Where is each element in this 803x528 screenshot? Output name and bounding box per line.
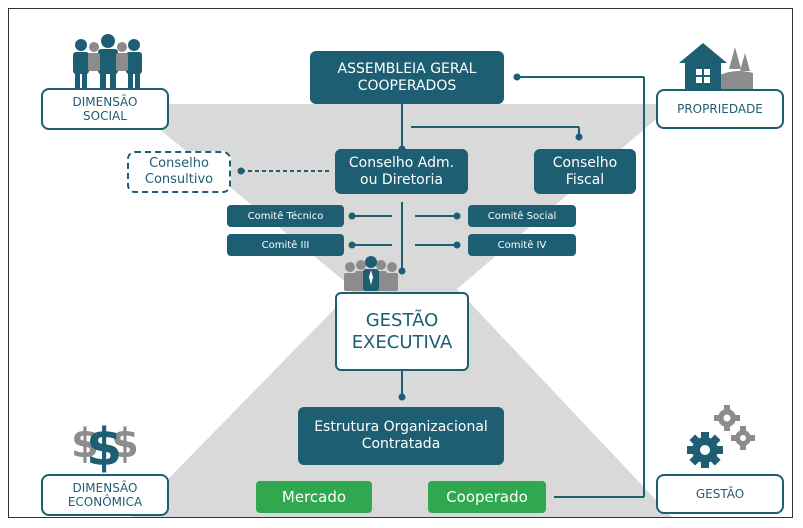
gestao-box: GESTÃO xyxy=(656,474,784,514)
cooperado-box: Cooperado xyxy=(428,481,546,513)
estrutura-organizacional-box: Estrutura Organizacional Contratada xyxy=(298,407,504,465)
executive-people-icon xyxy=(344,256,398,291)
dimensao-economica-box: DIMENSÃO ECONÔMICA xyxy=(41,474,169,516)
diagram-frame: $ $ $ ASSEMBLEIA GERAL COOPERADOS DIMENS… xyxy=(8,8,793,518)
connector-lines xyxy=(241,76,645,498)
gears-icon xyxy=(687,405,755,468)
conselho-consultivo-box: Conselho Consultivo xyxy=(127,151,231,193)
dollar-icon: $ $ $ xyxy=(71,418,139,473)
svg-text:$: $ xyxy=(86,418,122,473)
dimensao-social-box: DIMENSÃO SOCIAL xyxy=(41,88,169,130)
comite-tecnico-box: Comitê Técnico xyxy=(227,205,344,227)
svg-text:$: $ xyxy=(111,421,139,467)
comite-social-box: Comitê Social xyxy=(468,205,576,227)
people-icon xyxy=(73,34,142,91)
svg-text:$: $ xyxy=(71,421,99,467)
house-icon xyxy=(679,43,753,93)
connector-dots xyxy=(237,73,583,401)
conselho-adm-box: Conselho Adm. ou Diretoria xyxy=(335,149,468,194)
gestao-executiva-box: GESTÃO EXECUTIVA xyxy=(335,292,469,371)
conselho-fiscal-box: Conselho Fiscal xyxy=(534,149,636,194)
comite-iv-box: Comitê IV xyxy=(468,234,576,256)
assembleia-geral-box: ASSEMBLEIA GERAL COOPERADOS xyxy=(310,51,504,104)
comite-iii-box: Comitê III xyxy=(227,234,344,256)
mercado-box: Mercado xyxy=(256,481,372,513)
propriedade-box: PROPRIEDADE xyxy=(656,89,784,129)
